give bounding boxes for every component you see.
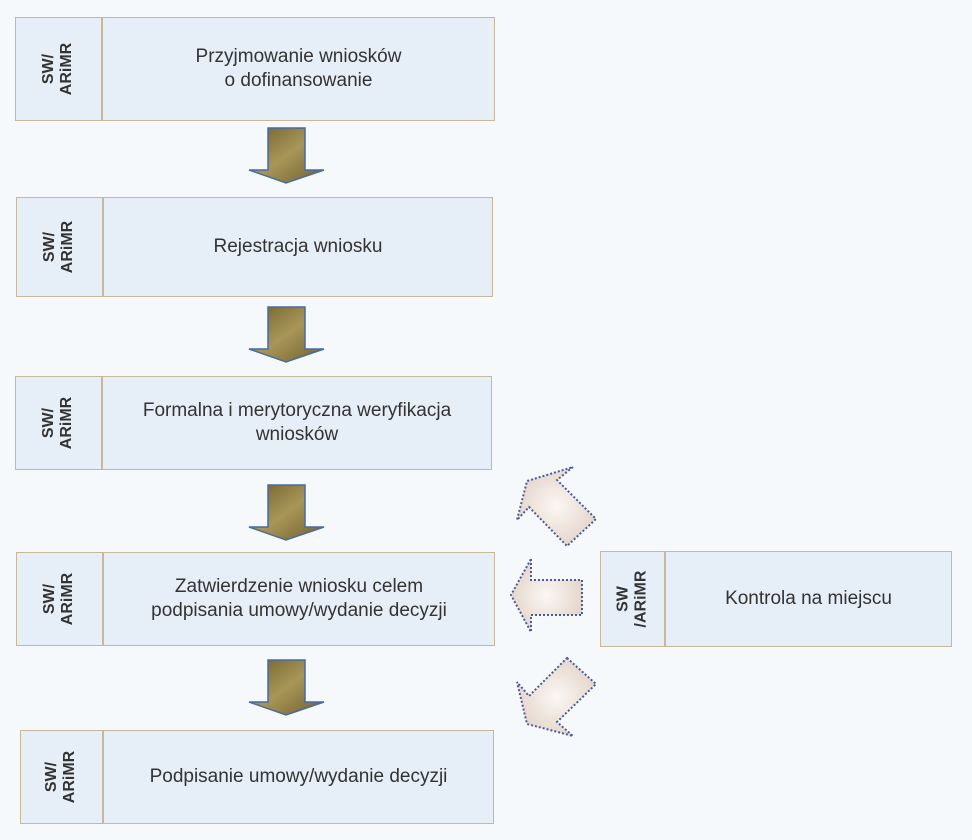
down-arrow-icon <box>248 127 325 184</box>
step-box-1: SW/ ARiMR Przyjmowanie wniosków o dofina… <box>15 17 495 121</box>
step-label: Zatwierdzenie wniosku celem podpisania u… <box>151 576 447 621</box>
up-left-arrow-icon <box>516 466 598 548</box>
down-arrow-icon <box>248 306 325 363</box>
actor-label: SW/ ARiMR <box>40 396 76 450</box>
left-arrow-icon <box>509 555 583 633</box>
step-box-4: SW/ ARiMR Zatwierdzenie wniosku celem po… <box>16 552 495 646</box>
down-arrow-icon <box>248 484 325 541</box>
step-label: Formalna i merytoryczna weryfikacja wnio… <box>142 400 452 445</box>
actor-label: SW/ ARiMR <box>40 42 76 96</box>
actor-cell: SW/ ARiMR <box>17 553 104 645</box>
actor-cell: SW/ ARiMR <box>17 198 104 296</box>
step-label: Podpisanie umowy/wydanie decyzji <box>149 766 448 787</box>
step-label: Przyjmowanie wniosków o dofinansowanie <box>195 46 402 91</box>
control-label: Kontrola na miejscu <box>725 588 892 609</box>
step-box-5: SW/ ARiMR Podpisanie umowy/wydanie decyz… <box>20 730 494 824</box>
step-box-3: SW/ ARiMR Formalna i merytoryczna weryfi… <box>15 376 492 470</box>
actor-cell: SW/ ARiMR <box>16 18 103 120</box>
actor-cell: SW/ ARiMR <box>21 731 104 823</box>
actor-label: SW/ ARiMR <box>41 220 77 274</box>
down-left-arrow-icon <box>516 656 598 737</box>
down-arrow-icon <box>248 659 325 716</box>
control-box: SW /ARiMR Kontrola na miejscu <box>600 551 952 647</box>
step-label: Rejestracja wniosku <box>213 236 383 257</box>
actor-cell: SW /ARiMR <box>601 552 666 646</box>
actor-cell: SW/ ARiMR <box>16 377 103 469</box>
actor-label: SW/ ARiMR <box>41 572 77 626</box>
actor-label: SW /ARiMR <box>614 570 650 628</box>
step-box-2: SW/ ARiMR Rejestracja wniosku <box>16 197 493 297</box>
actor-label: SW/ ARiMR <box>43 750 79 804</box>
